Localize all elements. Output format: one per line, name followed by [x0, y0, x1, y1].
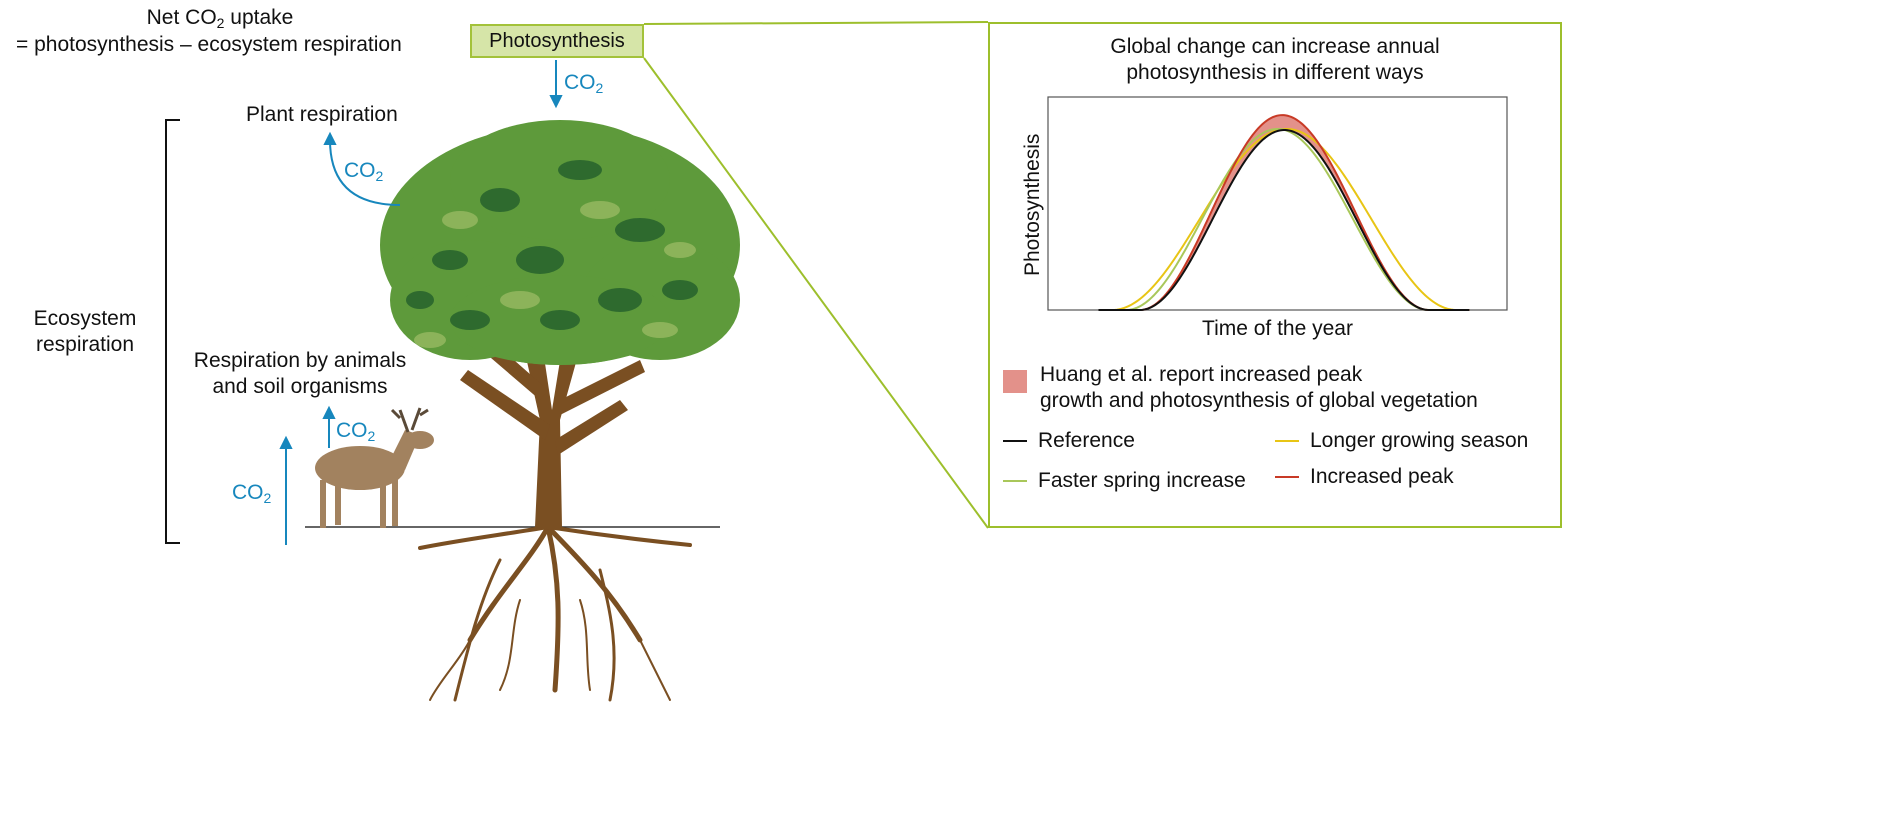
- increased-peak-area: [1098, 115, 1470, 310]
- net-uptake-equation: = photosynthesis – ecosystem respiration: [16, 33, 402, 56]
- plant-respiration-label: Plant respiration: [246, 103, 398, 126]
- tree-canopy: [380, 120, 740, 365]
- net-uptake-title: Net CO2 uptake: [146, 6, 294, 31]
- legend-increased-peak: Increased peak: [1310, 465, 1454, 488]
- series-line-reference: [1098, 129, 1470, 311]
- co2-label-animals: CO2: [336, 419, 376, 444]
- legend-faster-spring: Faster spring increase: [1038, 469, 1246, 492]
- co2-label-plant: CO2: [344, 159, 384, 184]
- legend-highlight-swatch: [1003, 370, 1027, 393]
- chart-panel: [988, 22, 1562, 528]
- zoom-connector-bottom: [643, 57, 989, 529]
- zoom-connector-top: [643, 21, 989, 25]
- x-axis-label: Time of the year: [1202, 317, 1353, 340]
- legend-longer-season: Longer growing season: [1310, 429, 1529, 452]
- photosynthesis-label: Photosynthesis: [470, 24, 644, 58]
- series-line-longer-growing-season: [1098, 127, 1470, 311]
- co2-label-photosynthesis: CO2: [564, 71, 604, 96]
- ecosystem-bracket: [165, 119, 180, 544]
- co2-label-soil: CO2: [232, 481, 272, 506]
- plot-frame: [1047, 96, 1508, 311]
- legend-reference: Reference: [1038, 429, 1135, 452]
- tree-roots: [418, 524, 692, 702]
- deer: [315, 407, 434, 528]
- series-line-increased-peak: [1098, 114, 1470, 311]
- co2-arrows: [279, 60, 563, 545]
- y-axis-label: Photosynthesis: [1021, 133, 1044, 276]
